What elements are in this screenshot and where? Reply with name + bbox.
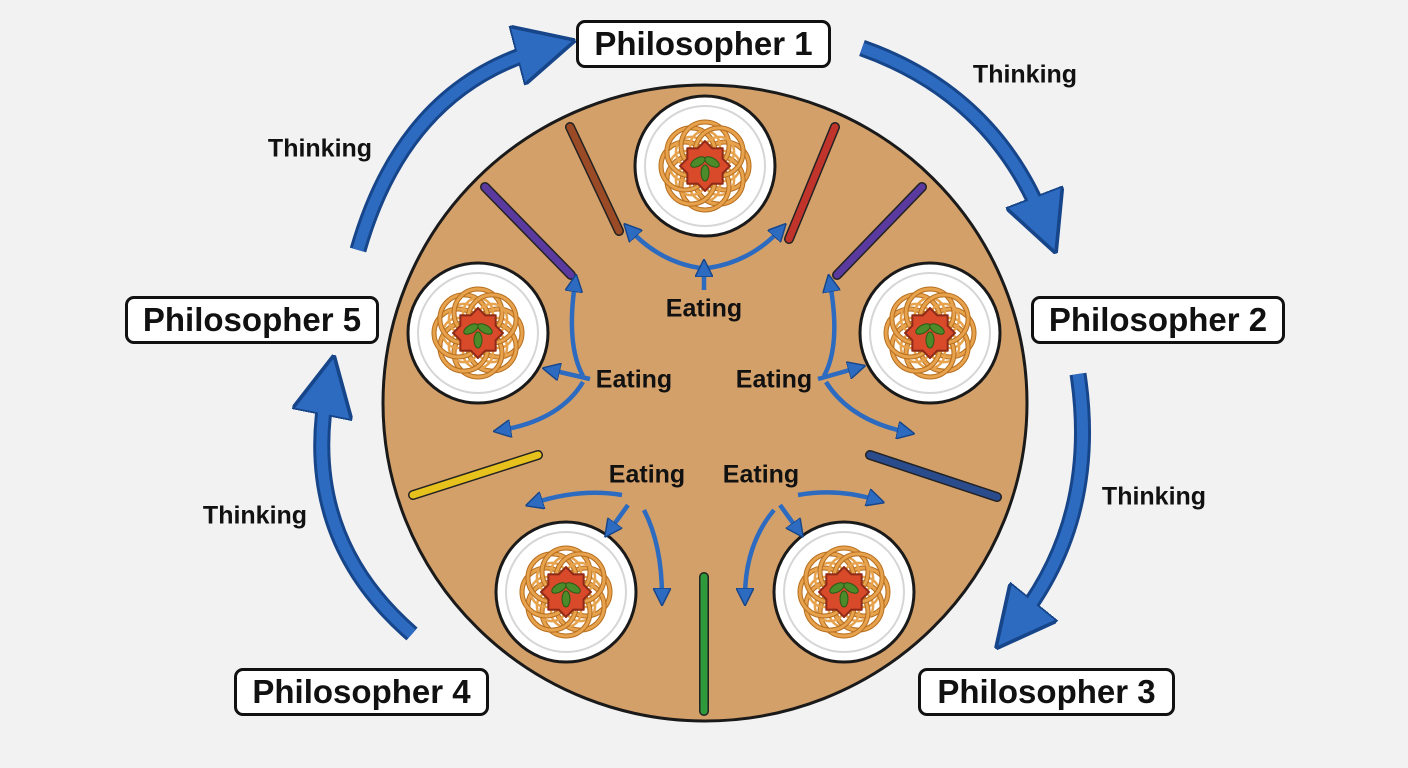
eating-label-1: Eating	[665, 294, 743, 323]
thinking-label-4: Thinking	[267, 134, 373, 163]
eat-arrow-p2-down	[824, 380, 906, 432]
eat-arrow-p4-left	[534, 490, 623, 503]
eating-label-3: Eating	[735, 365, 813, 394]
philosopher-3-label: Philosopher 3	[918, 668, 1175, 716]
philosopher-5-label: Philosopher 5	[125, 296, 379, 344]
eating-label-5: Eating	[722, 460, 800, 489]
eat-arrow-p1-left	[630, 230, 701, 271]
eat-arrow-p3-right	[797, 492, 876, 500]
eat-arrow-p3-in	[778, 503, 798, 530]
eating-label-2: Eating	[595, 365, 673, 394]
eat-arrow-p2-in	[817, 368, 857, 382]
philosopher-2-label: Philosopher 2	[1031, 296, 1285, 344]
eat-arrow-p2-up	[824, 283, 834, 378]
chopstick-3	[480, 182, 576, 280]
eat-arrow-p5-down	[502, 380, 585, 430]
plate-4	[494, 520, 638, 664]
chopstick-2	[784, 122, 840, 244]
thinking-label-3: Thinking	[202, 501, 308, 530]
philosopher-4-label: Philosopher 4	[234, 668, 489, 716]
chopstick-5	[408, 450, 543, 500]
eating-arrows	[502, 230, 906, 597]
plate-2	[406, 261, 550, 405]
basil-leaves	[463, 323, 493, 349]
basil-leaves	[690, 156, 720, 182]
basil-leaves	[915, 323, 945, 349]
eating-label-4: Eating	[608, 460, 686, 489]
basil-leaves	[829, 582, 859, 608]
chopsticks	[408, 122, 1002, 716]
eat-arrow-p5-up	[572, 283, 585, 378]
eat-arrow-p1-right	[707, 230, 780, 271]
eat-arrow-p5-in	[551, 370, 591, 382]
thinking-cycle-arrows	[322, 48, 1091, 634]
eat-arrow-p4-down	[641, 508, 662, 597]
chopstick-1	[565, 122, 624, 236]
plate-1	[633, 94, 777, 238]
chopstick-4	[832, 182, 927, 280]
thinking-label-1: Thinking	[972, 60, 1078, 89]
chopstick-6	[865, 450, 1002, 502]
philosopher-1-label: Philosopher 1	[576, 20, 831, 68]
eat-arrow-p3-down	[745, 508, 776, 597]
thinking-label-2: Thinking	[1101, 482, 1207, 511]
eat-arrow-p4-in	[610, 503, 630, 530]
plate-5	[772, 520, 916, 664]
plate-3	[858, 261, 1002, 405]
plates	[406, 94, 1002, 664]
basil-leaves	[551, 582, 581, 608]
